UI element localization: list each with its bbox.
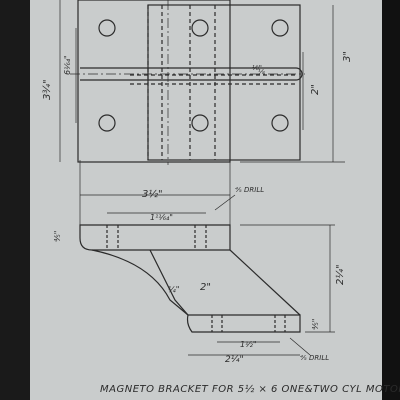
drawing-title: MAGNETO BRACKET FOR 5½ × 6 ONE&TWO CYL M… <box>100 383 400 395</box>
dim-overall-right: 3" <box>342 51 353 62</box>
dim-top-width: 3½" <box>142 188 163 200</box>
side-view <box>79 160 335 356</box>
rib-left <box>91 249 189 316</box>
dim-rib: ¼" <box>168 285 179 294</box>
hole-top-right <box>271 19 289 37</box>
dim-bottom-thickness: ⅘" <box>311 319 320 330</box>
hole-bottom-left <box>98 114 116 132</box>
dim-slot-height: 2" <box>310 84 321 95</box>
hidden-lines <box>130 5 295 160</box>
side-dimension-lines <box>79 160 335 356</box>
top-view <box>59 0 345 165</box>
top-view-left-plate <box>77 0 231 163</box>
hole-top-left <box>98 19 116 37</box>
side-hidden-holes <box>106 225 286 332</box>
dim-small-thickness: ⅛ <box>258 68 265 76</box>
drill-top-label: ⅘ DRILL <box>235 186 264 194</box>
drill-bottom-label: ⅘ DRILL <box>300 354 329 362</box>
dim-bottom-inner: 1¹⁄₂" <box>240 340 257 349</box>
dim-overall-height: 3¾" <box>42 79 53 100</box>
hole-top-center <box>191 19 209 37</box>
rib-mid <box>149 249 189 316</box>
dim-diag: 2" <box>200 282 211 293</box>
dim-height: 2¼" <box>334 264 346 285</box>
center-lines <box>70 0 305 165</box>
dimension-labels: 3¾" 6¹⁄₆₄" 2" 3" ¹⁄₈" 3½" 1¹¹⁄₆₄" ⅘" ⅘ D… <box>42 51 353 365</box>
dim-hole-spacing-left: 6¹⁄₆₄" <box>63 55 72 75</box>
bottom-flange <box>186 314 301 333</box>
dim-hole-spacing: 1¹¹⁄₆₄" <box>150 213 173 222</box>
hole-bottom-center <box>191 114 209 132</box>
paper-background <box>30 0 382 400</box>
right-edge <box>382 0 400 400</box>
top-flange <box>79 224 231 251</box>
dim-left-thickness: ⅘" <box>53 231 62 242</box>
dim-bottom-width: 2¼" <box>225 355 244 365</box>
dim-slot-width: ¹⁄₈" <box>252 64 262 72</box>
hole-bottom-right <box>271 114 289 132</box>
slot-outline <box>80 67 303 81</box>
rib-right <box>229 249 301 316</box>
